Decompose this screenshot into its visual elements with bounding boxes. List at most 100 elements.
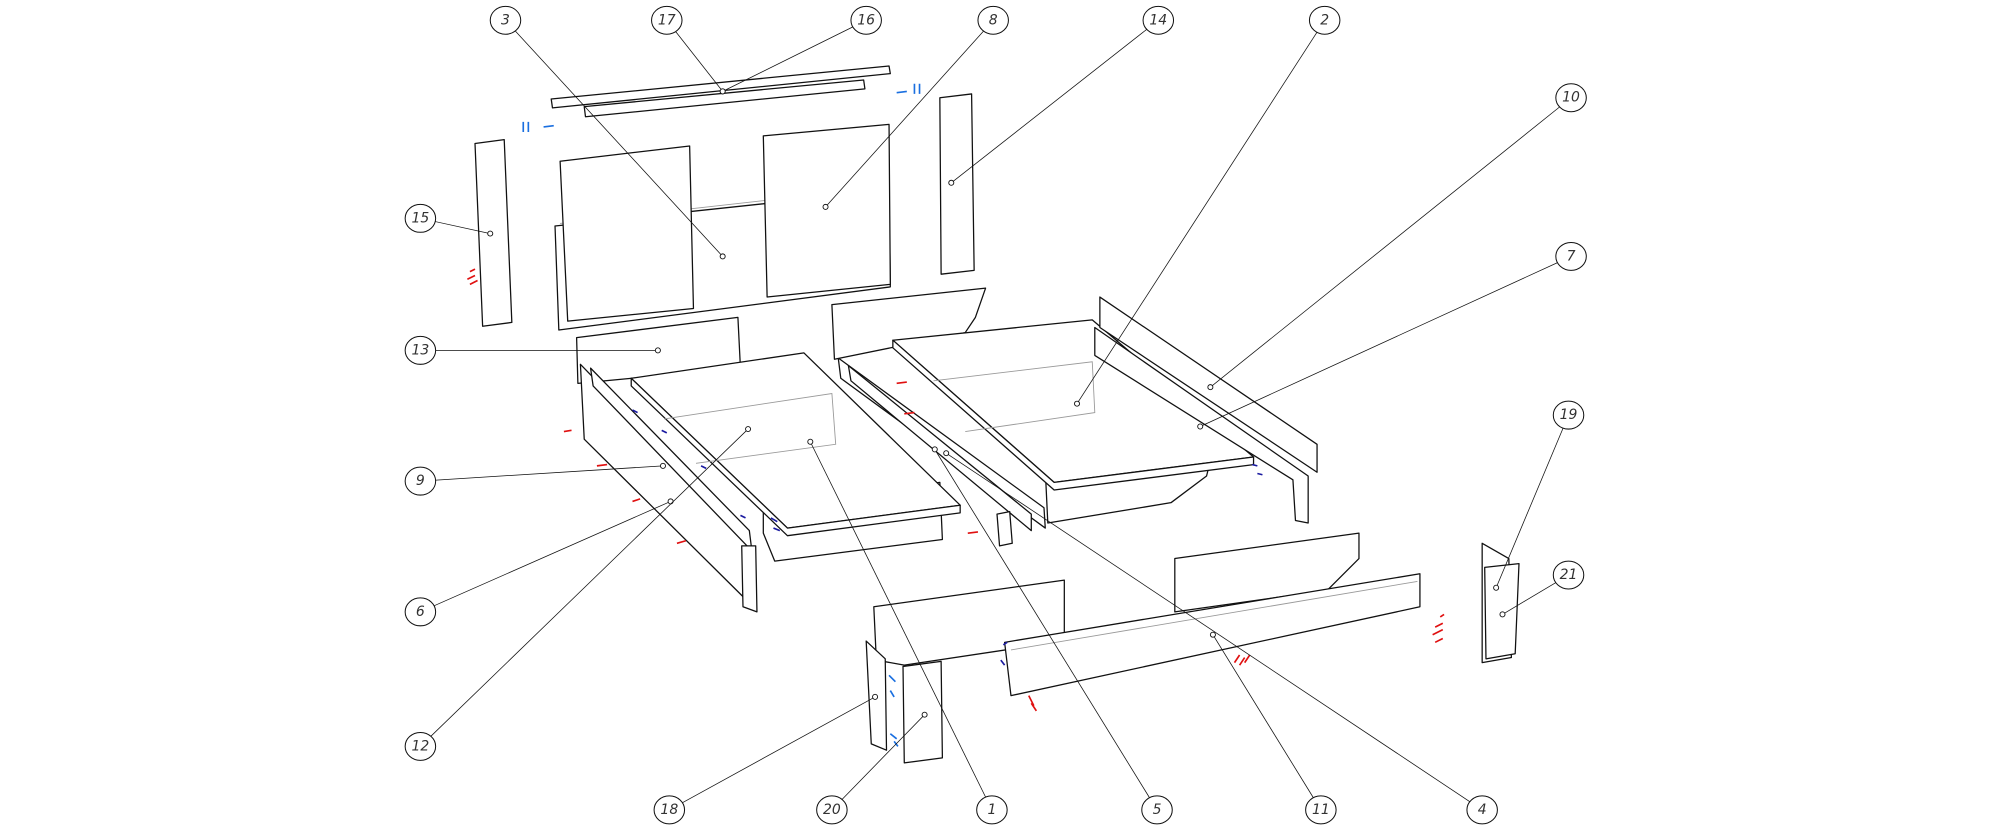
callout-3: 3 [489, 5, 726, 260]
leader-anchor [1197, 423, 1204, 430]
callout-bubble [404, 335, 437, 365]
leader-anchor [667, 498, 674, 505]
leader-line [1076, 31, 1318, 404]
leader-line [809, 441, 987, 798]
callout-bubble [404, 466, 437, 496]
part-drawer-bottom-2-edge [892, 339, 1255, 491]
callout-5: 5 [931, 446, 1173, 825]
leader-anchor [1493, 584, 1500, 591]
callout-number: 3 [501, 12, 510, 28]
part-post-20 [902, 660, 944, 764]
callout-number: 2 [1320, 12, 1329, 28]
callout-bubble [977, 5, 1009, 35]
part-rail-10 [1099, 296, 1318, 473]
callout-bubble [1305, 795, 1337, 825]
callout-number: 20 [823, 802, 841, 818]
part-leg-left [741, 545, 758, 613]
leader-line [1502, 581, 1557, 615]
leader-line [514, 30, 723, 257]
callout-number: 14 [1149, 12, 1167, 28]
callout-7: 7 [1197, 241, 1587, 430]
leader-anchor [487, 230, 494, 237]
leader-line [825, 30, 985, 208]
leader-anchor [872, 693, 879, 700]
leader-anchor [654, 347, 661, 354]
callout-number: 19 [1560, 407, 1578, 423]
callout-number: 15 [412, 210, 430, 226]
leader-anchor [659, 462, 666, 469]
leader-line [434, 465, 663, 481]
callout-number: 4 [1478, 802, 1487, 818]
leader-anchor [943, 450, 950, 457]
callout-bubble [651, 5, 683, 35]
callout-15: 15 [404, 203, 494, 237]
callout-bubble [404, 731, 437, 761]
leader-line [1210, 106, 1561, 388]
callout-bubble [489, 5, 522, 35]
leader-anchor [719, 253, 726, 260]
part-rail-7 [1094, 326, 1309, 524]
fasteners [467, 83, 1445, 747]
part-post-21 [1484, 562, 1520, 660]
part-panel-8 [762, 123, 891, 298]
callout-number: 17 [658, 12, 676, 28]
part-side-post-15 [474, 139, 513, 327]
leader-anchor [1207, 384, 1214, 391]
callout-number: 7 [1567, 248, 1576, 264]
callout-bubble [816, 795, 848, 825]
callout-number: 8 [989, 12, 998, 28]
callout-6: 6 [404, 498, 674, 627]
leader-line [675, 31, 723, 92]
part-side-post-14 [939, 93, 975, 275]
leader-anchor [948, 179, 955, 186]
callout-bubble [1555, 241, 1587, 271]
leader-line [945, 452, 1471, 803]
callout-number: 12 [412, 738, 430, 754]
leader-anchor [1074, 400, 1080, 407]
part-center-bracket [996, 510, 1013, 547]
callout-bubble [1555, 83, 1587, 113]
callout-13: 13 [404, 335, 661, 365]
callout-20: 20 [816, 711, 928, 825]
leader-line [430, 428, 749, 737]
callout-bubble [1552, 560, 1585, 590]
callout-1: 1 [807, 438, 1008, 825]
callout-bubble [1142, 5, 1175, 35]
parts-layer [467, 65, 1520, 764]
leader-line [1200, 261, 1559, 427]
callout-bubble [404, 597, 437, 627]
leader-line [433, 220, 491, 234]
part-drawer-back-right [831, 287, 987, 360]
leader-anchor [931, 446, 938, 453]
leader-line [934, 449, 1151, 799]
callout-number: 16 [857, 12, 875, 28]
part-drawer-bottom-edge [630, 377, 961, 537]
part-panel-left [559, 145, 695, 322]
leader-anchor [719, 88, 726, 95]
callout-19: 19 [1493, 400, 1585, 591]
callout-number: 10 [1562, 90, 1580, 106]
callout-11: 11 [1209, 631, 1337, 825]
callout-4: 4 [943, 450, 1498, 825]
leader-line [681, 696, 876, 804]
leader-anchor [822, 203, 829, 210]
callout-21: 21 [1499, 560, 1585, 618]
callout-number: 9 [416, 473, 425, 489]
leader-line [951, 28, 1148, 184]
callout-number: 6 [416, 604, 425, 620]
leader-line [722, 26, 854, 92]
callout-bubble [1141, 795, 1173, 825]
callout-18: 18 [653, 693, 879, 825]
callout-number: 18 [660, 802, 678, 818]
callout-bubble [404, 203, 437, 233]
callout-2: 2 [1074, 5, 1341, 407]
callout-number: 11 [1312, 802, 1330, 818]
callout-bubble [850, 5, 882, 35]
leader-line [841, 714, 925, 801]
callout-bubble [976, 795, 1008, 825]
part-top-rail-16 [550, 65, 891, 109]
callout-10: 10 [1207, 83, 1587, 391]
leader-line [433, 501, 671, 607]
